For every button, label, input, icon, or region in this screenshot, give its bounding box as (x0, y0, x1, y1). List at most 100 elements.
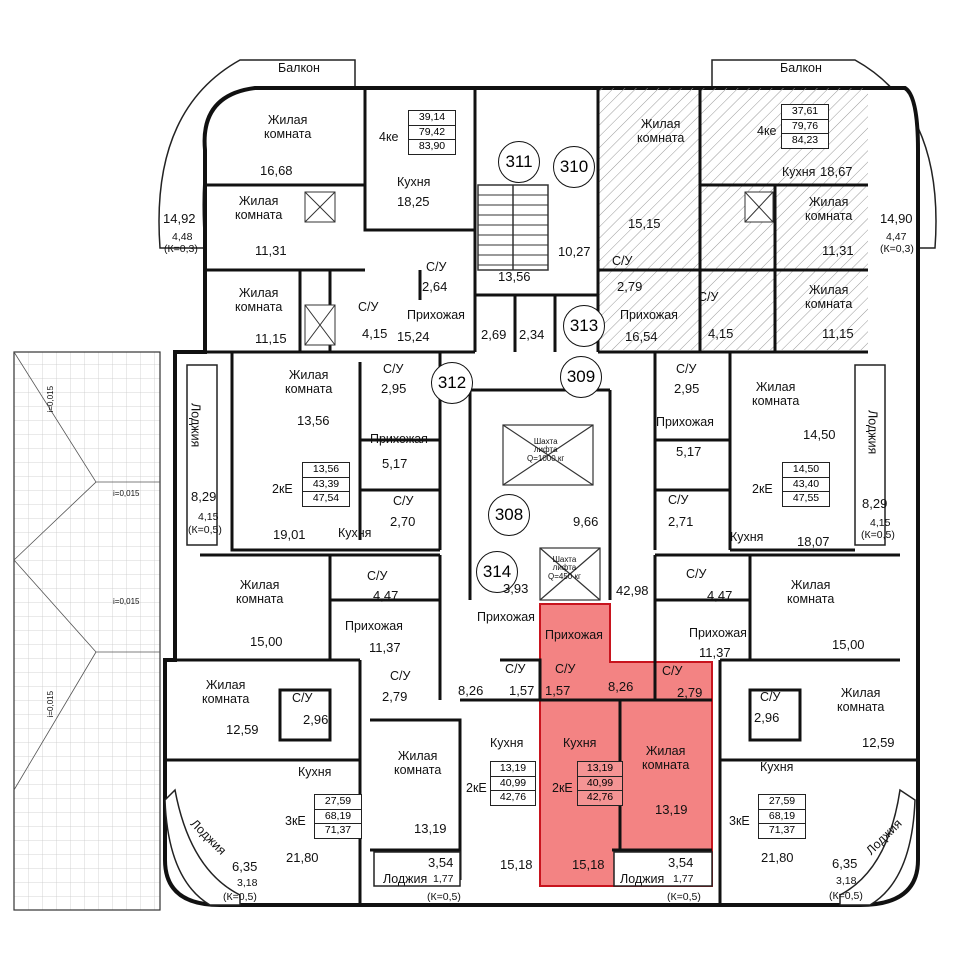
elevator-shafts (502, 424, 601, 601)
loggia-sub: 4,15 (198, 511, 219, 523)
loggia-k: (К=0,5) (223, 891, 257, 903)
slope-a: i=0,015 (46, 385, 56, 413)
kitchen-label: Кухня (730, 530, 764, 544)
bath-label: С/У (555, 662, 576, 676)
room-area: 15,00 (250, 634, 283, 649)
room-area: 11,15 (822, 326, 854, 341)
bath-label: С/У (668, 493, 689, 507)
room-area: 11,31 (822, 243, 854, 258)
loggia-k: (К=0,5) (829, 890, 863, 902)
bath-label: С/У (383, 362, 404, 376)
room-area: 11,15 (255, 331, 287, 346)
hall-area: 16,54 (625, 329, 658, 344)
loggia-k: (К=0,5) (188, 524, 222, 536)
section-310: 310 (553, 146, 595, 188)
hall-label: Прихожая (370, 432, 428, 446)
hall-area: 15,24 (397, 329, 430, 344)
hall-label: Прихожая (345, 619, 403, 633)
elevator-big-label: Шахта лифта Q=1000 кг (527, 437, 565, 463)
bath-area: 2,71 (668, 514, 694, 529)
bath-area: 2,96 (754, 710, 780, 725)
hall-area: 8,26 (608, 679, 634, 694)
bath-area: 2,79 (677, 685, 703, 700)
section-309: 309 (560, 356, 602, 398)
lobby-area: 10,27 (558, 244, 591, 259)
bath-label: С/У (686, 567, 707, 581)
balcony-left-sub: 4,48 (172, 231, 193, 243)
selected-apartment (539, 603, 713, 887)
loggia-sub: 1,77 (673, 873, 694, 885)
bath-area: 1,57 (509, 683, 535, 698)
kitchen-label: Кухня (338, 526, 372, 540)
loggia-sub: 4,15 (870, 517, 891, 529)
bath-label: С/У (612, 254, 633, 268)
bath-area: 1,57 (545, 683, 571, 698)
section-312: 312 (431, 362, 473, 404)
room-label: Жилая комната (805, 283, 853, 312)
apt-type: 2кЕ (552, 781, 573, 795)
balcony-left-area: 14,92 (163, 211, 196, 226)
room-label: Жилая комната (837, 686, 885, 715)
room-label: Жилая комната (202, 678, 250, 707)
bath-label: С/У (390, 669, 411, 683)
room-area: 3,93 (503, 581, 529, 596)
hall-area: 11,37 (369, 640, 401, 655)
section-311: 311 (498, 141, 540, 183)
loggia-area: 3,54 (668, 855, 694, 870)
bath-label: С/У (426, 260, 447, 274)
bath-label: С/У (662, 664, 683, 678)
bath-area: 4,47 (373, 588, 399, 603)
apt-type: 2кЕ (752, 482, 773, 496)
balcony-left-k: (К=0,3) (164, 243, 198, 255)
room-label: Жилая комната (642, 744, 690, 773)
loggia-area: 6,35 (232, 859, 258, 874)
section-308: 308 (488, 494, 530, 536)
apt-type: 4ке (379, 130, 399, 144)
room-label: Жилая комната (285, 368, 333, 397)
balcony-left-label: Балкон (278, 61, 320, 75)
room-label: Жилая комната (752, 380, 800, 409)
kitchen-label: Кухня (397, 175, 431, 189)
loggia-sub: 3,18 (237, 877, 258, 889)
room-label: Жилая комната (394, 749, 442, 778)
bath-label: С/У (292, 691, 313, 705)
bath-area: 4,15 (708, 326, 734, 341)
bath-area: 4,47 (707, 588, 733, 603)
room-area: 15,15 (628, 216, 661, 231)
kitchen-area: 21,80 (761, 850, 794, 865)
bath-area: 2,95 (381, 381, 407, 396)
hall-area: 11,37 (699, 645, 731, 660)
apt-type: 3кЕ (729, 814, 750, 828)
kitchen-area: 15,18 (572, 857, 605, 872)
loggia-sub: 1,77 (433, 873, 454, 885)
bath-label: С/У (367, 569, 388, 583)
corridor-area: 2,69 (481, 327, 507, 342)
apt-type: 2кЕ (272, 482, 293, 496)
room-area: 13,19 (414, 821, 447, 836)
slope-c: i=0,015 (113, 597, 140, 606)
section-313: 313 (563, 305, 605, 347)
stair-area: 13,56 (498, 269, 531, 284)
loggias (164, 364, 916, 906)
room-label: Жилая комната (787, 578, 835, 607)
bath-label: С/У (505, 662, 526, 676)
corridor-area: 2,34 (519, 327, 545, 342)
loggia-k: (К=0,5) (667, 891, 701, 903)
bath-area: 2,70 (390, 514, 416, 529)
hall-area: 8,26 (458, 683, 484, 698)
hall-label: Прихожая (620, 308, 678, 322)
kitchen-label: Кухня (563, 736, 597, 750)
room-label: Жилая комната (264, 113, 312, 142)
elevator-small-label: Шахта лифта Q=450 кг (548, 555, 581, 581)
hall-label: Прихожая (689, 626, 747, 640)
balcony-right-label: Балкон (780, 61, 822, 75)
balcony-right-sub: 4,47 (886, 231, 907, 243)
room-area: 12,59 (862, 735, 895, 750)
room-area: 13,56 (297, 413, 330, 428)
room-area: 13,19 (655, 802, 688, 817)
room-area: 12,59 (226, 722, 259, 737)
